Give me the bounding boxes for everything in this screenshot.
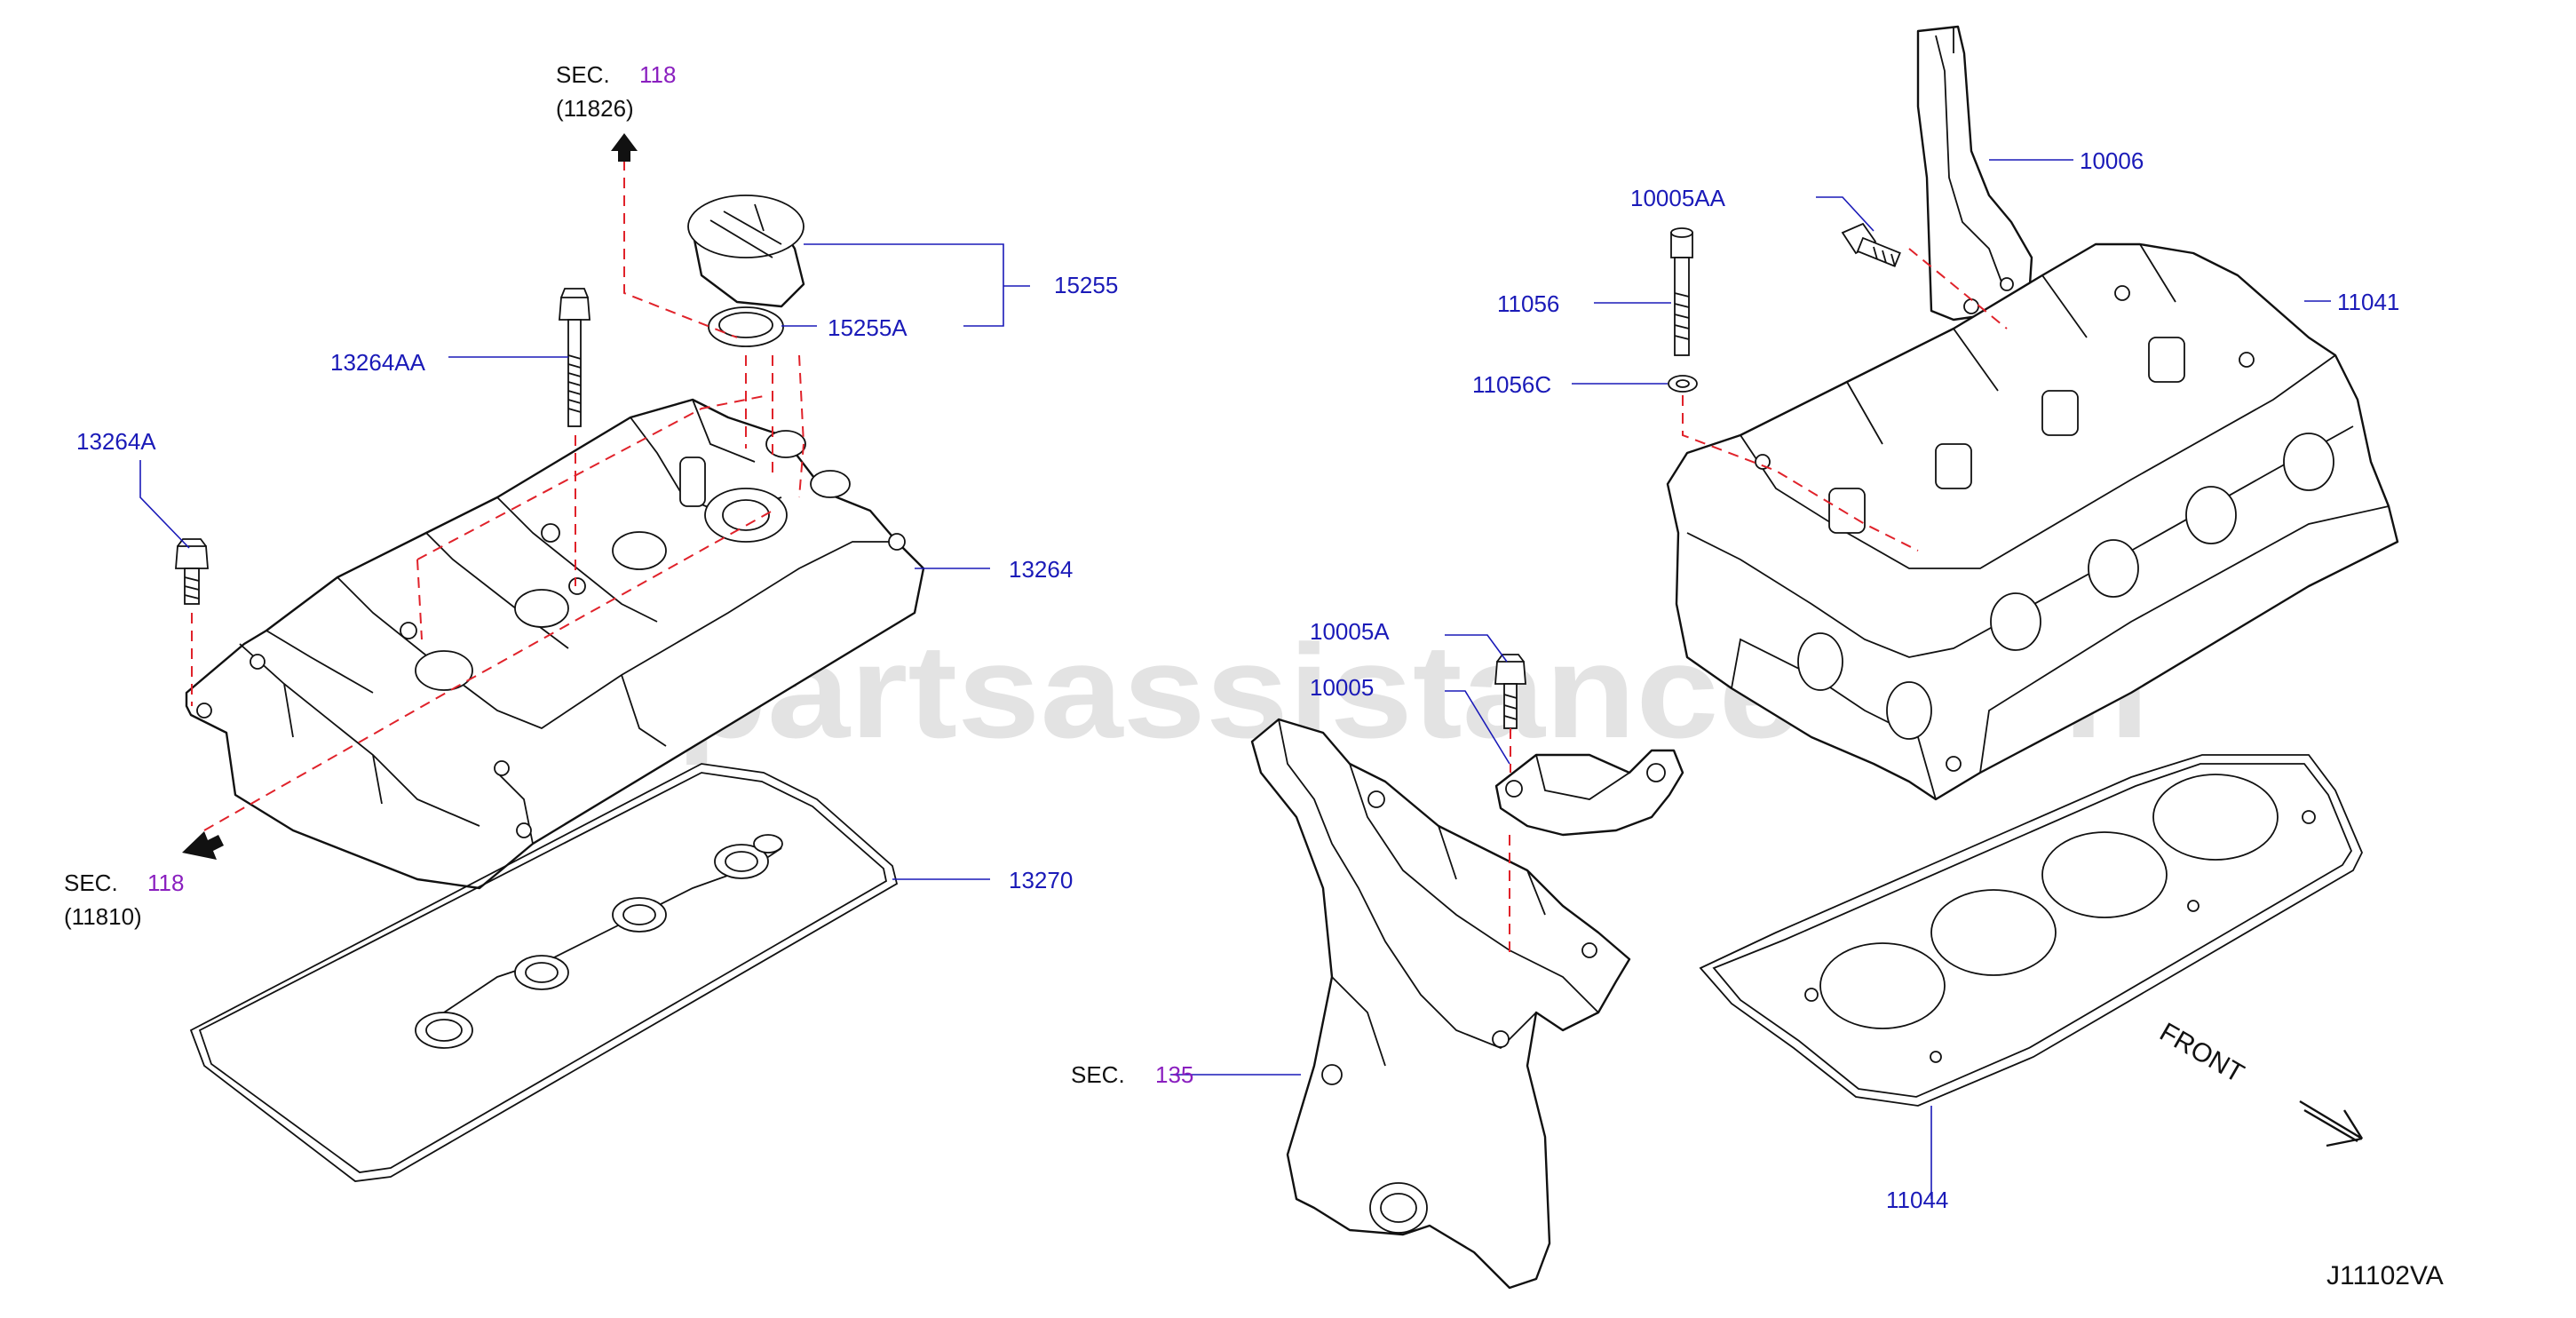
part-label-15255A[interactable]: 15255A xyxy=(828,314,908,341)
part-label-11044[interactable]: 11044 xyxy=(1886,1187,1948,1213)
timing-chain-case[interactable] xyxy=(1250,718,1631,1290)
sec-subref: (11826) xyxy=(556,95,634,122)
rocker-cover-13264[interactable] xyxy=(185,398,925,890)
filler-cap-seal-15255A[interactable] xyxy=(708,306,784,347)
leader-lines-left xyxy=(139,243,1030,880)
sec-label: SEC. xyxy=(64,869,118,896)
bolt-13264A[interactable] xyxy=(175,538,209,605)
front-arrow-icon xyxy=(2299,1100,2364,1147)
alignment-lines-left xyxy=(191,160,805,831)
part-label-11041[interactable]: 11041 xyxy=(2337,289,2399,315)
bolt-10005AA[interactable] xyxy=(1841,222,1901,267)
bracket-10005[interactable] xyxy=(1494,749,1684,837)
sec-label: SEC. xyxy=(556,61,610,88)
cylinder-head-11041[interactable] xyxy=(1666,242,2399,801)
arrow-up-icon xyxy=(611,133,638,162)
part-label-15255[interactable]: 15255 xyxy=(1054,272,1118,298)
part-label-11056[interactable]: 11056 xyxy=(1497,290,1559,317)
part-label-10005A[interactable]: 10005A xyxy=(1310,618,1390,645)
arrow-down-left-icon xyxy=(182,831,224,860)
part-label-10006[interactable]: 10006 xyxy=(2080,147,2144,174)
part-label-13270[interactable]: 13270 xyxy=(1009,867,1073,893)
part-label-11056C[interactable]: 11056C xyxy=(1472,371,1551,398)
bolt-11056[interactable] xyxy=(1670,227,1693,356)
part-label-13264A[interactable]: 13264A xyxy=(76,428,156,455)
head-gasket-11044[interactable] xyxy=(1699,754,2363,1107)
rocker-cover-gasket-13270[interactable] xyxy=(189,763,899,1182)
leader-lines-right xyxy=(1170,159,2331,1199)
sec-label: SEC. xyxy=(1071,1061,1125,1088)
diagram-code: J11102VA xyxy=(2326,1261,2444,1290)
part-label-10005[interactable]: 10005 xyxy=(1310,674,1374,701)
sec-number-link[interactable]: 118 xyxy=(147,869,184,896)
washer-11056C[interactable] xyxy=(1668,375,1698,393)
bolt-10005A[interactable] xyxy=(1494,654,1526,729)
oil-filler-cap-15255[interactable] xyxy=(687,195,805,308)
alignment-lines-right xyxy=(1509,248,2008,959)
front-label: FRONT xyxy=(2155,1017,2249,1088)
part-label-10005AA[interactable]: 10005AA xyxy=(1630,185,1726,211)
part-label-13264AA[interactable]: 13264AA xyxy=(330,349,426,376)
sec-number-link[interactable]: 135 xyxy=(1155,1061,1193,1088)
sec-subref: (11810) xyxy=(64,903,142,930)
bolt-13264AA[interactable] xyxy=(559,288,590,427)
part-label-13264[interactable]: 13264 xyxy=(1009,556,1073,583)
sec-number-link[interactable]: 118 xyxy=(639,61,676,88)
bracket-10006[interactable] xyxy=(1916,25,2033,322)
